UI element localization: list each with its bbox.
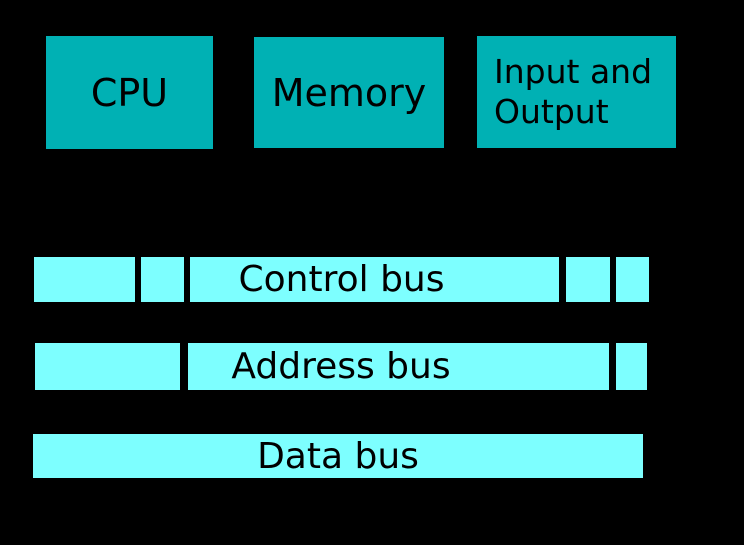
address-bus-segment bbox=[188, 343, 609, 390]
control-bus: Control bus bbox=[0, 257, 744, 302]
cpu-label: CPU bbox=[90, 70, 169, 115]
input-output-label-line1: Input and bbox=[494, 52, 653, 91]
input-output-box: Input and Output bbox=[477, 36, 676, 148]
address-bus: Address bus bbox=[0, 343, 744, 390]
address-bus-segment bbox=[616, 343, 647, 390]
control-bus-segment bbox=[190, 257, 559, 302]
control-bus-segment bbox=[34, 257, 135, 302]
memory-label: Memory bbox=[271, 70, 427, 115]
address-bus-segment bbox=[35, 343, 180, 390]
input-output-label-line2: Output bbox=[494, 92, 609, 131]
control-bus-segment bbox=[141, 257, 184, 302]
data-bus: Data bus bbox=[0, 434, 744, 478]
data-bus-segment bbox=[33, 434, 643, 478]
cpu-box: CPU bbox=[46, 36, 213, 149]
memory-box: Memory bbox=[254, 37, 444, 148]
control-bus-segment bbox=[616, 257, 649, 302]
control-bus-segment bbox=[566, 257, 610, 302]
